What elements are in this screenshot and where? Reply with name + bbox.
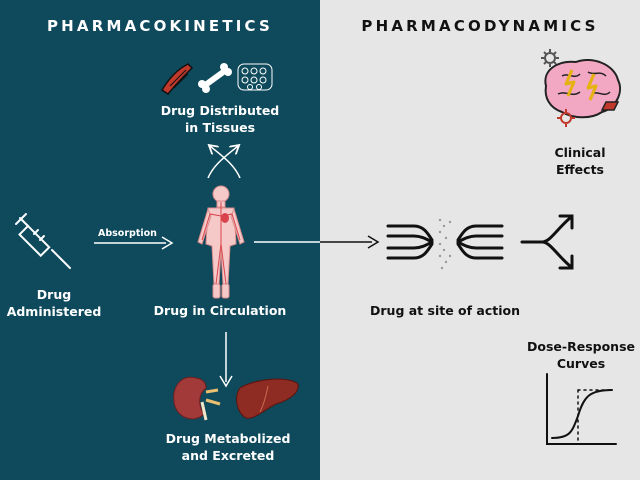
absorption-label: Absorption (98, 228, 157, 239)
gear-icon (541, 49, 559, 67)
dose-response-label: Dose-Response Curves (527, 339, 635, 371)
tissue-icons (160, 63, 273, 96)
dose-response-curve-icon (546, 373, 617, 445)
cells-icon (237, 63, 273, 91)
distribution-arrows (207, 140, 241, 179)
drug-administered-label: Drug Administered (6, 287, 102, 319)
drug-at-site-label: Drug at site of action (370, 303, 520, 318)
circulation-to-site-arrow (254, 235, 380, 249)
drug-metabolized-label: Drug Metabolized and Excreted (165, 431, 291, 463)
kidney-icon (173, 376, 221, 421)
pharmacokinetics-heading: PHARMACOKINETICS (46, 17, 274, 35)
muscle-icon (160, 63, 194, 96)
organ-icons (173, 376, 299, 421)
syringe-icon (15, 213, 71, 269)
clinical-effects-label: Clinical Effects (554, 145, 606, 177)
drug-in-circulation-label: Drug in Circulation (153, 303, 287, 318)
receptor-icon (386, 218, 504, 270)
metabolism-arrow (219, 332, 233, 388)
pharmacokinetics-panel: PHARMACOKINETICS Drug Distributed in Tis… (0, 0, 320, 480)
drug-distributed-label: Drug Distributed in Tissues (160, 103, 280, 135)
human-body-icon (197, 185, 245, 299)
bone-icon (198, 63, 232, 93)
pharmacodynamics-heading: PHARMACODYNAMICS (361, 17, 599, 35)
brain-icon (541, 49, 621, 127)
heart-icon (221, 213, 229, 223)
branch-arrow-icon (520, 214, 574, 270)
absorption-arrow (94, 236, 174, 250)
liver-icon (236, 378, 299, 419)
gear-icon-small (557, 109, 575, 127)
